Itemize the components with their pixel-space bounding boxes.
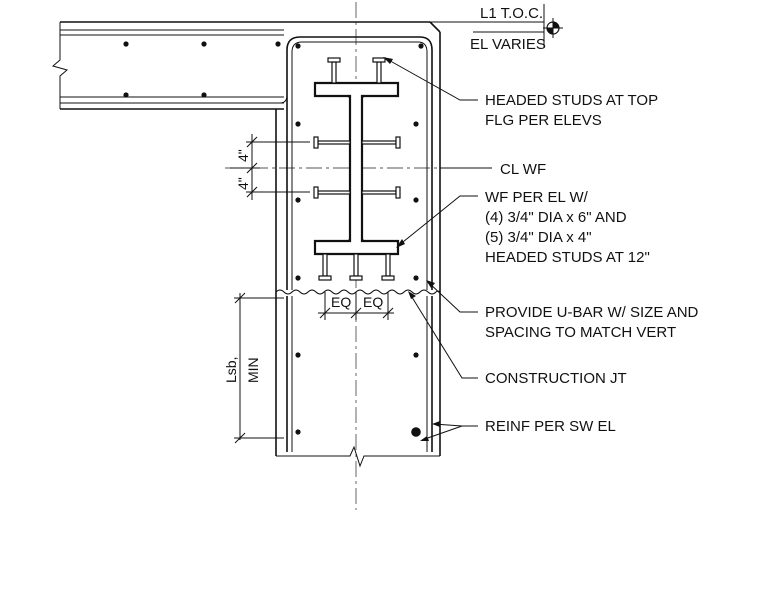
dim-eq-a: EQ [331,294,351,310]
label-wf-2: (4) 3/4" DIA x 6" AND [485,209,627,226]
dim-eq-b: EQ [363,294,383,310]
label-studs-top-2: FLG PER ELEVS [485,112,602,129]
label-ubar-2: SPACING TO MATCH VERT [485,324,676,341]
label-studs-top-1: HEADED STUDS AT TOP [485,92,658,109]
dim-four-inch-b: 4" [235,177,251,190]
stud-spacing-dimension [230,134,310,200]
label-ubar-1: PROVIDE U-BAR W/ SIZE AND [485,304,699,321]
dim-four-inch-a: 4" [235,149,251,162]
elevation-marker [430,4,563,48]
label-toc: L1 T.O.C. [480,5,543,22]
label-construction-jt: CONSTRUCTION JT [485,370,627,387]
leader-lines [383,57,492,441]
label-el-varies: EL VARIES [470,36,546,53]
wf-beam [313,81,400,256]
top-slab [51,21,441,110]
label-reinf: REINF PER SW EL [485,418,616,435]
label-cl-wf: CL WF [500,161,546,178]
dim-lsb: Lsb, [223,357,239,383]
construction-joint-line [275,289,441,295]
label-wf-1: WF PER EL W/ [485,189,589,206]
rebar-dots [123,41,424,437]
eq-dimension [318,292,394,320]
wall-outline [275,32,441,468]
label-wf-3: (5) 3/4" DIA x 4" [485,229,592,246]
label-wf-4: HEADED STUDS AT 12" [485,249,650,266]
headed-studs [313,57,401,281]
dim-min: MIN [245,357,261,383]
lsb-dimension [234,292,284,444]
